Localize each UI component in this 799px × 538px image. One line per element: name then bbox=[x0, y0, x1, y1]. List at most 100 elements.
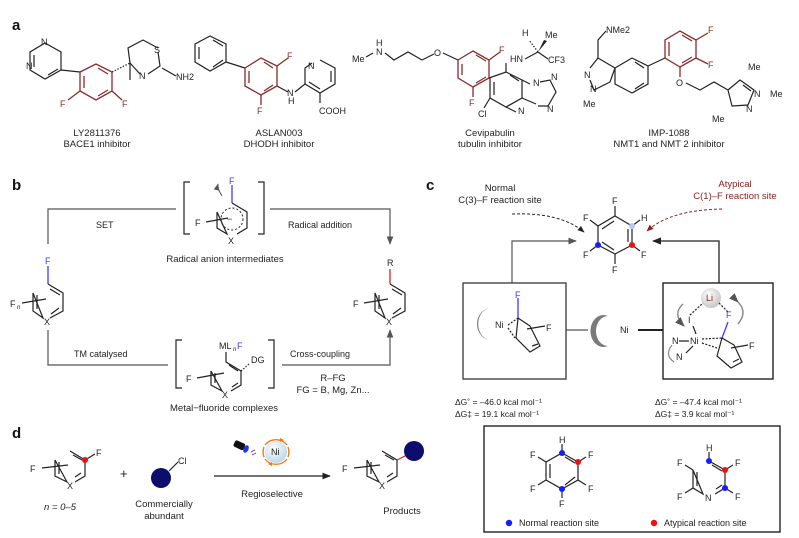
compound-target-imp1088: NMT1 and NMT 2 inhibitor bbox=[613, 139, 724, 150]
svg-text:N: N bbox=[705, 493, 712, 503]
atypical-site-pointer bbox=[646, 208, 723, 232]
left-pathway-arrow bbox=[511, 237, 577, 283]
atom-me: Me bbox=[712, 114, 725, 124]
atom-x: X bbox=[386, 317, 392, 327]
atom-f: F bbox=[708, 60, 714, 70]
svg-text:Li: Li bbox=[706, 293, 713, 303]
atom-n: N bbox=[533, 78, 540, 88]
set-connector bbox=[47, 208, 176, 244]
reagent-caption-line1: Commercially bbox=[135, 499, 193, 510]
compound-name-ly2811376: LY2811376 bbox=[73, 128, 120, 139]
atom-me: Me bbox=[545, 30, 558, 40]
arrow-label: Regioselective bbox=[241, 489, 303, 500]
panel-a-label: a bbox=[12, 17, 21, 34]
tm-connector bbox=[47, 330, 168, 366]
panel-d-label: d bbox=[12, 425, 21, 442]
svg-text:F: F bbox=[588, 450, 594, 460]
photocatalyst-icon: Ni bbox=[233, 438, 290, 466]
atom-n: N bbox=[518, 106, 525, 116]
atom-n: N bbox=[584, 70, 591, 80]
atom-me: Me bbox=[748, 62, 761, 72]
svg-text:F: F bbox=[726, 310, 732, 320]
svg-text:ML: ML bbox=[219, 341, 232, 351]
atypical-site-dot bbox=[629, 242, 635, 248]
svg-text:N: N bbox=[676, 352, 683, 362]
normal-site-dot bbox=[595, 242, 601, 248]
compound-imp1088-structure: NMe2 N N Me F F O Me N Me N Me bbox=[583, 25, 783, 124]
atom-f: F bbox=[45, 256, 51, 266]
normal-site-label-line2: C(3)–F reaction site bbox=[458, 195, 541, 206]
atypical-site-legend-dot bbox=[650, 519, 658, 527]
svg-text:F: F bbox=[515, 290, 521, 300]
product-structure-d: F X bbox=[342, 441, 424, 491]
svg-text:F: F bbox=[530, 484, 536, 494]
atom-f: F bbox=[60, 99, 66, 109]
svg-text:F: F bbox=[735, 458, 741, 468]
compound-target-aslan003: DHODH inhibitor bbox=[244, 139, 315, 150]
ni-li-complex-box: Li I F Ni N N F bbox=[662, 282, 774, 380]
atypical-site-label-line2: C(1)–F reaction site bbox=[693, 191, 776, 202]
atom-f: F bbox=[287, 51, 293, 61]
svg-text:F: F bbox=[530, 450, 536, 460]
svg-text:F: F bbox=[30, 464, 36, 474]
metal-fluoride-structure: ML n F DG F X bbox=[175, 339, 275, 400]
svg-text:F: F bbox=[588, 484, 594, 494]
atom-s: S bbox=[154, 45, 160, 55]
atom-me: Me bbox=[770, 89, 783, 99]
plus-sign: + bbox=[120, 466, 128, 481]
ligand-crescent-icon bbox=[477, 308, 491, 340]
atom-o: O bbox=[676, 78, 683, 88]
svg-text:Ni: Ni bbox=[495, 320, 504, 330]
atom-cl: Cl bbox=[478, 109, 487, 119]
atom-x: X bbox=[222, 390, 228, 400]
radical-anion-structure: F − F X bbox=[183, 176, 265, 246]
atom-f: F bbox=[122, 99, 128, 109]
svg-text:F: F bbox=[612, 196, 618, 206]
atypical-site-legend-label: Atypical reaction site bbox=[664, 518, 747, 528]
svg-text:H: H bbox=[641, 213, 648, 223]
atom-n: N bbox=[376, 47, 383, 57]
atom-n: N bbox=[308, 61, 315, 71]
atom-f: F bbox=[257, 106, 263, 116]
atom-fn: F bbox=[353, 299, 359, 309]
compound-cevipabulin-structure: Me N H O F F HN H Me CF3 N N N N Cl bbox=[352, 28, 565, 119]
svg-text:F: F bbox=[583, 213, 589, 223]
svg-text:F: F bbox=[237, 341, 243, 351]
ni-label: Ni bbox=[271, 447, 280, 457]
svg-text:F: F bbox=[641, 250, 647, 260]
svg-text:F: F bbox=[677, 492, 683, 502]
atom-fn: F bbox=[195, 218, 201, 228]
reagent-line2: FG = B, Mg, Zn... bbox=[296, 385, 369, 396]
compound-name-cevipabulin: Cevipabulin bbox=[465, 128, 515, 139]
right-pathway-arrow bbox=[652, 237, 720, 283]
atom-fn: F bbox=[186, 374, 192, 384]
atom-f: F bbox=[499, 45, 505, 55]
atom-n: N bbox=[287, 88, 294, 98]
compound-aslan003-structure: F F N H N COOH bbox=[194, 35, 346, 116]
atom-fn: F bbox=[10, 299, 16, 309]
metal-fluoride-caption: Metal−fluoride complexes bbox=[170, 403, 278, 414]
svg-text:n: n bbox=[17, 305, 21, 311]
svg-text:H: H bbox=[559, 435, 566, 445]
atom-f: F bbox=[708, 25, 714, 35]
atom-n: N bbox=[26, 61, 33, 71]
h-site-dot bbox=[629, 223, 635, 229]
polyfluoroarene-structure: F F X bbox=[30, 448, 102, 491]
atypical-site-dot bbox=[82, 457, 88, 463]
atom-hn: HN bbox=[510, 54, 523, 64]
svg-text:Ni: Ni bbox=[620, 325, 629, 335]
product-structure-b: R F X bbox=[353, 258, 406, 327]
atom-nh2: NH2 bbox=[176, 72, 194, 82]
light-source-icon bbox=[233, 440, 246, 451]
atom-cf3: CF3 bbox=[548, 55, 565, 65]
svg-text:n: n bbox=[233, 347, 237, 353]
svg-text:N: N bbox=[672, 336, 679, 346]
atom-h: H bbox=[376, 38, 383, 48]
product-caption: Products bbox=[383, 506, 421, 517]
atom-me: Me bbox=[352, 54, 365, 64]
aryl-fluoride-structure: F F n X bbox=[10, 256, 64, 327]
cross-coupling-arrow bbox=[282, 329, 394, 366]
atom-n: N bbox=[551, 72, 558, 82]
atypical-site-label-line1: Atypical bbox=[718, 179, 751, 190]
